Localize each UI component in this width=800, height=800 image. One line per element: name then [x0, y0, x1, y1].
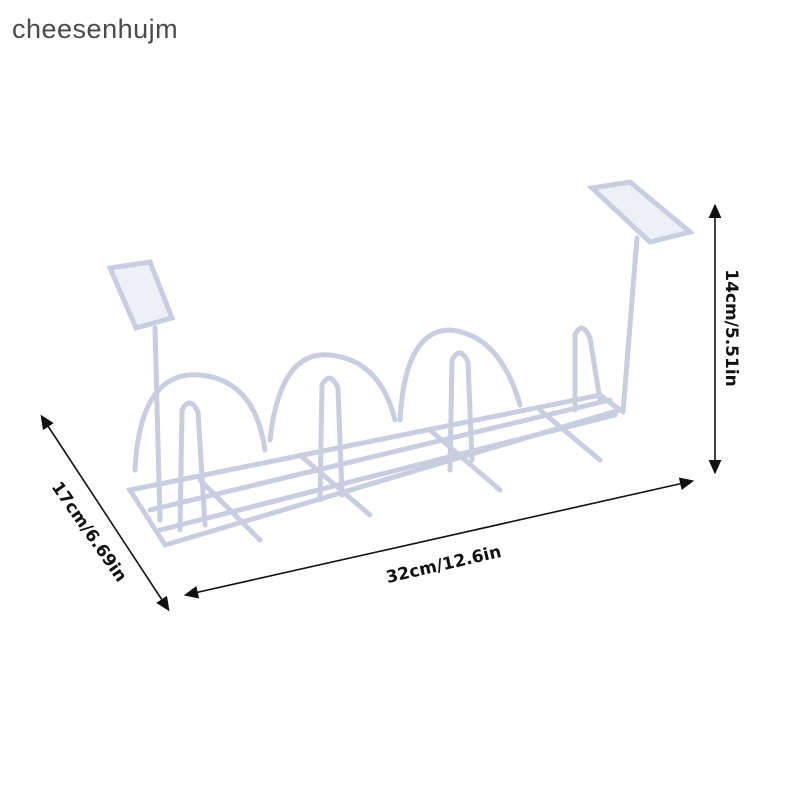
height-dimension-label: 14cm/5.51in: [720, 269, 741, 387]
width-arrow: [183, 477, 695, 599]
depth-arrow: [40, 414, 170, 612]
watermark-text: cheesenhujm: [12, 14, 179, 44]
